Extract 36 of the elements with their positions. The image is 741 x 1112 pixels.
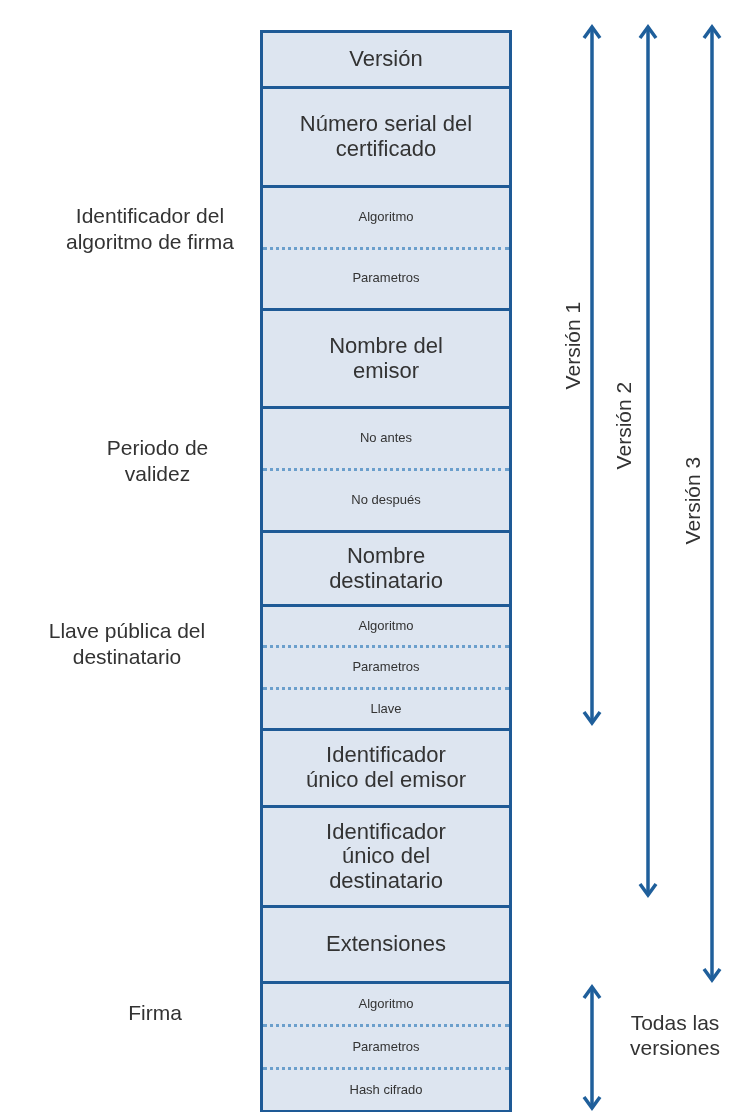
field-group-row (260, 185, 512, 311)
field-row (260, 30, 512, 89)
field-group-row (260, 406, 512, 533)
field-group-label: Periodo de validez (105, 435, 210, 488)
subfield-label: Hash cifrado (349, 1082, 423, 1098)
subfield-label: Algoritmo (358, 209, 414, 225)
field-row (260, 905, 512, 984)
field-label: Versión (348, 47, 424, 72)
field-row (260, 728, 512, 808)
field-label: Nombre destinatario (328, 543, 444, 594)
subfield-label: No antes (359, 431, 412, 446)
subfield-label: Parametros (352, 1039, 420, 1055)
span-label: Versión 3 (680, 456, 706, 544)
field-group-row (260, 604, 512, 731)
subfield-label: Llave (370, 701, 402, 717)
field-group-row (260, 981, 512, 1112)
subfield-label: No después (351, 493, 421, 508)
field-label: Extensiones (325, 932, 447, 957)
field-row (260, 530, 512, 607)
field-group-label: Firma (127, 1000, 183, 1026)
span-label: Versión 1 (560, 301, 586, 389)
field-row (260, 86, 512, 188)
field-label: Identificador único del destinatario (325, 819, 447, 894)
span-label: Todas las versiones (629, 1010, 721, 1061)
field-row (260, 308, 512, 409)
subfield-label: Parametros (352, 660, 420, 675)
field-group-label: Llave pública del destinatario (47, 618, 207, 671)
field-row (260, 805, 512, 908)
field-label: Identificador único del emisor (304, 743, 468, 793)
field-label: Número serial del certificado (298, 112, 474, 162)
field-group-label: Identificador del algoritmo de firma (64, 203, 236, 256)
subfield-label: Parametros (352, 271, 420, 286)
subfield-label: Algoritmo (358, 618, 414, 634)
subfield-label: Algoritmo (358, 996, 414, 1012)
field-label: Nombre del emisor (328, 333, 444, 384)
span-label: Versión 2 (611, 381, 637, 469)
